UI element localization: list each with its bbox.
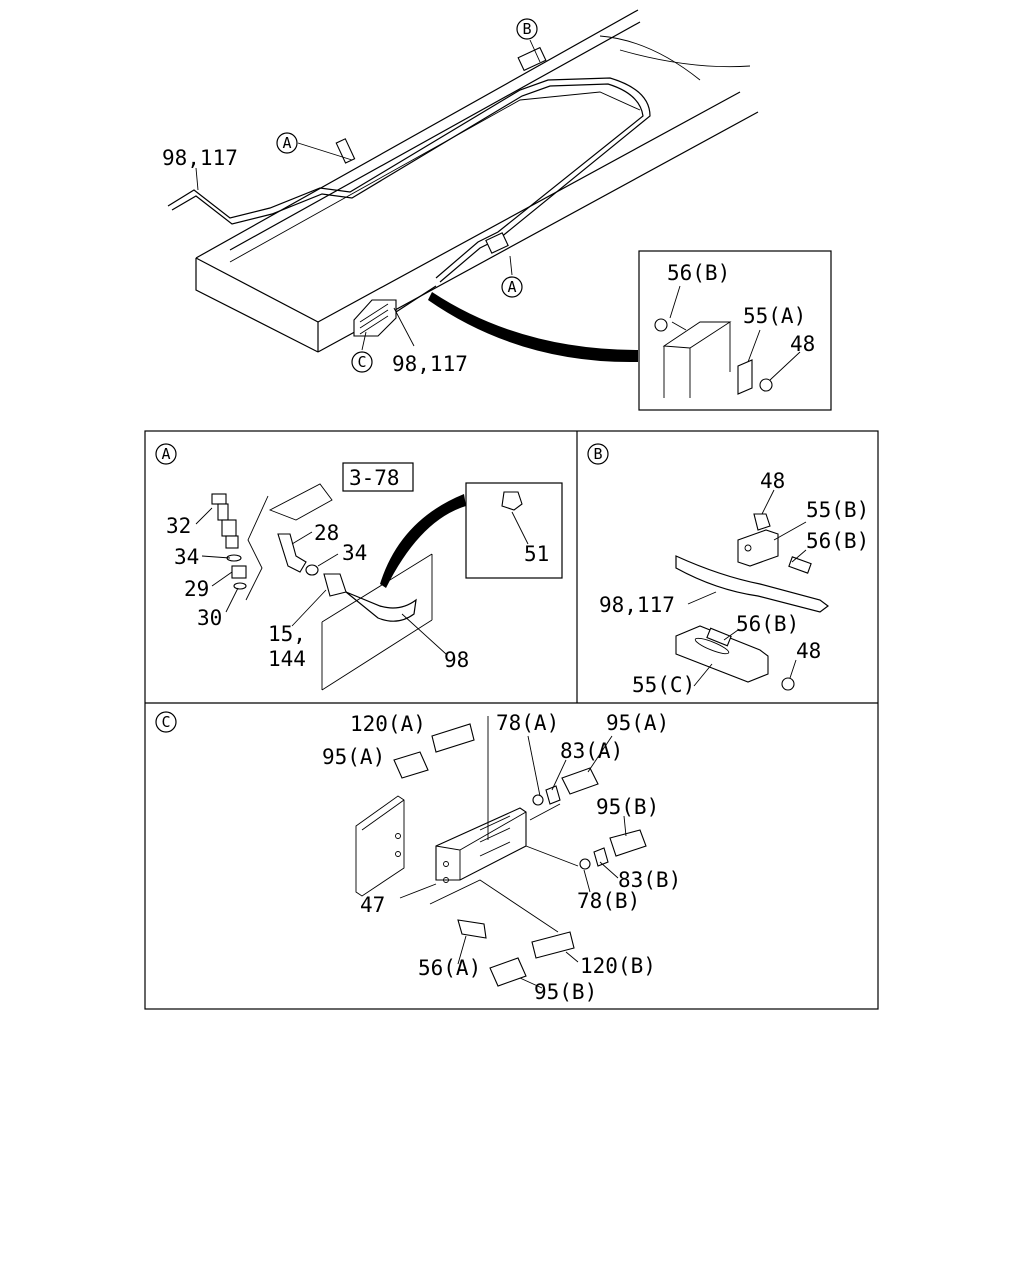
label-120b: 120(B) — [580, 954, 656, 978]
callout-b-circle — [516, 18, 538, 40]
label-55c: 55(C) — [632, 673, 695, 697]
label-51: 51 — [524, 542, 549, 566]
callout-c: C — [357, 353, 366, 371]
label-29: 29 — [184, 577, 209, 601]
label-pipe-bottom: 98,117 — [392, 352, 468, 376]
label-95a-left: 95(A) — [322, 745, 385, 769]
label-83a: 83(A) — [560, 739, 623, 763]
callout-b: B — [522, 20, 531, 38]
label-56b-top: 56(B) — [806, 529, 869, 553]
label-98-117: 98,117 — [599, 593, 675, 617]
label-32: 32 — [166, 514, 191, 538]
panel-c: C — [155, 711, 681, 1004]
label-95b-right: 95(B) — [596, 795, 659, 819]
detail-panels-frame — [144, 430, 879, 1010]
label-48-bottom: 48 — [796, 639, 821, 663]
panel-a-tag: A — [161, 445, 170, 463]
panel-b-tag: B — [593, 445, 602, 463]
panel-a: A 3-78 32 28 — [155, 443, 563, 691]
callout-c-circle — [351, 351, 373, 373]
label-47: 47 — [360, 893, 385, 917]
label-15: 15, — [268, 622, 306, 646]
label-95a-right: 95(A) — [606, 711, 669, 735]
label-78b: 78(B) — [577, 889, 640, 913]
inset-51 — [465, 482, 563, 579]
label-144: 144 — [268, 647, 306, 671]
label-34-left: 34 — [174, 545, 199, 569]
callout-a-bottom: A — [507, 278, 516, 296]
label-28: 28 — [314, 521, 339, 545]
label-95b-bottom: 95(B) — [534, 980, 597, 1004]
callout-a-top: A — [282, 134, 291, 152]
reference-box — [342, 462, 414, 492]
label-48: 48 — [790, 332, 815, 356]
label-pipe-top: 98,117 — [162, 146, 238, 170]
detail-leader — [428, 292, 638, 363]
panel-c-tag: C — [161, 713, 170, 731]
label-120a: 120(A) — [350, 712, 426, 736]
label-56b: 56(B) — [667, 261, 730, 285]
reference-3-78: 3-78 — [349, 466, 400, 490]
frame-rail-overview: B A A C 98,117 98,117 — [162, 9, 759, 376]
label-78a: 78(A) — [496, 711, 559, 735]
panel-b: B 48 55(B) 56(B) 98,117 56(B) 48 55(C) — [587, 443, 869, 697]
label-56b-bottom: 56(B) — [736, 612, 799, 636]
label-30: 30 — [197, 606, 222, 630]
label-55b: 55(B) — [806, 498, 869, 522]
bracket-detail-inset: 56(B) 55(A) 48 — [638, 250, 832, 411]
callout-a-circle-2 — [501, 276, 523, 298]
label-98: 98 — [444, 648, 469, 672]
label-83b: 83(B) — [618, 868, 681, 892]
label-55a: 55(A) — [743, 304, 806, 328]
label-48-top: 48 — [760, 469, 785, 493]
callout-a-circle — [276, 132, 298, 154]
label-34-right: 34 — [342, 541, 367, 565]
label-56a: 56(A) — [418, 956, 481, 980]
